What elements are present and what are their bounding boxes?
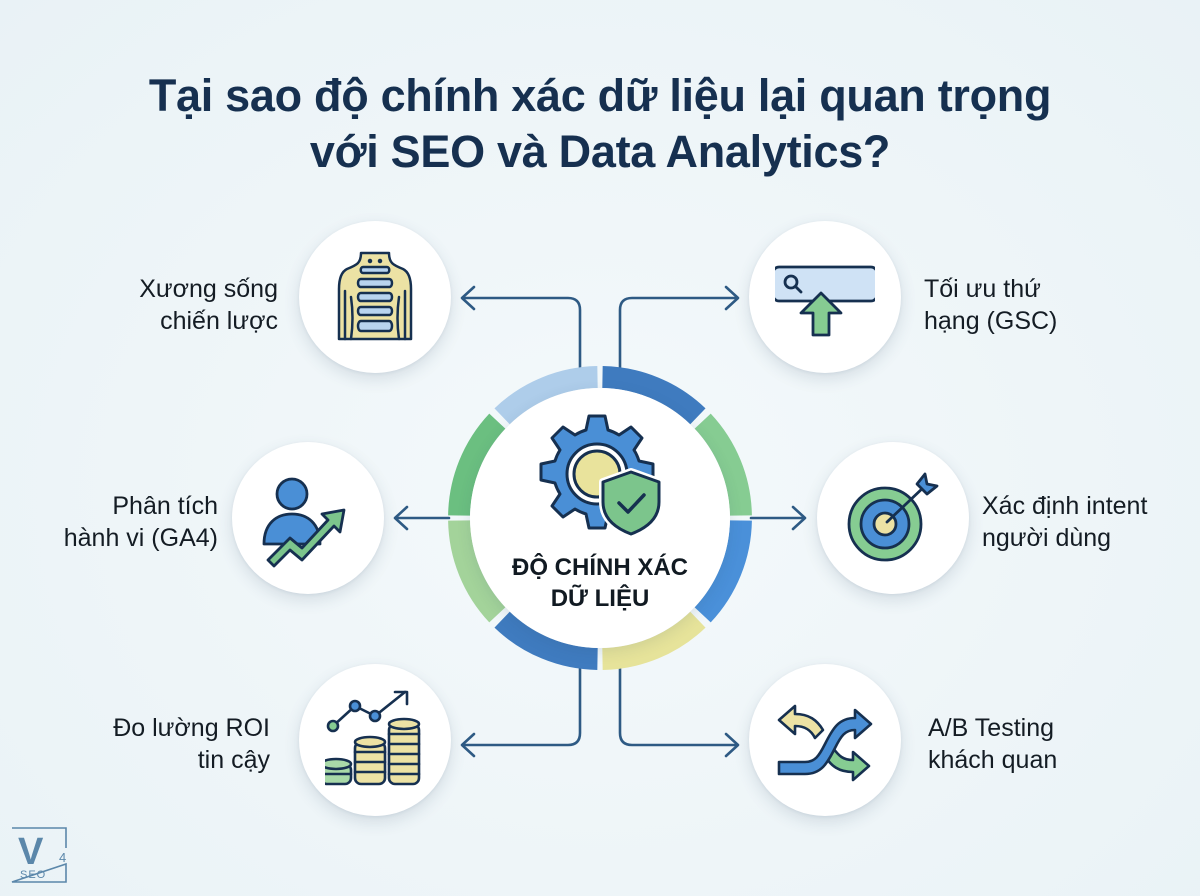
node-top-right-label: Tối ưu thứ hạng (GSC)	[924, 273, 1144, 337]
node-bottom-left-line-2: tin cậy	[197, 746, 270, 774]
arrowhead-bottom-left	[460, 732, 476, 758]
node-top-left-line-2: chiến lược	[160, 307, 278, 335]
node-middle-right-line-1: Xác định intent	[982, 492, 1148, 520]
node-top-right-line-2: hạng (GSC)	[924, 307, 1058, 335]
center-label-line-1: ĐỘ CHÍNH XÁC	[511, 554, 688, 581]
ring-segment-left-upper	[448, 413, 506, 516]
ring-segment-right-lower	[694, 520, 752, 623]
connector-top-right	[618, 296, 739, 378]
ring-segment-left-lower	[448, 520, 506, 623]
search-rank-up-icon	[775, 265, 875, 337]
page-title: Tại sao độ chính xác dữ liệu lại quan tr…	[0, 68, 1200, 180]
node-middle-right-circle	[817, 442, 969, 594]
node-bottom-left-circle	[299, 664, 451, 816]
node-top-right-circle	[749, 221, 901, 373]
target-arrow-icon	[847, 472, 939, 562]
connector-top-left	[461, 296, 582, 378]
node-bottom-right-line-1: A/B Testing	[928, 714, 1055, 742]
node-bottom-left-label: Đo lường ROI tin cậy	[80, 712, 270, 776]
arrowhead-middle-left	[393, 505, 409, 531]
node-top-left-circle	[299, 221, 451, 373]
node-middle-right-label: Xác định intent người dùng	[982, 490, 1192, 554]
ring-segment-bottom-right	[602, 611, 706, 670]
node-top-right-line-1: Tối ưu thứ	[924, 275, 1041, 303]
connector-bottom-right	[618, 666, 739, 747]
center-label-line-2: DỮ LIỆU	[550, 585, 650, 612]
logo-mark: V	[18, 831, 44, 873]
title-line-2: với SEO và Data Analytics?	[309, 126, 891, 177]
arrowhead-middle-right	[791, 505, 807, 531]
node-middle-left-line-2: hành vi (GA4)	[63, 524, 218, 552]
user-growth-icon	[262, 477, 346, 568]
v4-seo-logo: V 4 SEO	[11, 827, 67, 883]
gear-shield-check-icon	[539, 414, 663, 536]
node-top-left-line-1: Xương sống	[139, 275, 278, 303]
node-middle-right-line-2: người dùng	[982, 524, 1112, 552]
ring-segment-top-right	[602, 366, 706, 425]
split-arrows-icon	[777, 704, 873, 782]
ring-segment-right-upper	[694, 413, 752, 516]
center-label: ĐỘ CHÍNH XÁC DỮ LIỆU	[470, 552, 730, 614]
connector-bottom-left	[461, 666, 582, 747]
title-line-1: Tại sao độ chính xác dữ liệu lại quan tr…	[148, 70, 1052, 121]
node-bottom-right-label: A/B Testing khách quan	[928, 712, 1148, 776]
center-ring	[448, 366, 752, 670]
node-top-left-label: Xương sống chiến lược	[80, 273, 278, 337]
logo-superscript: 4	[59, 850, 66, 865]
arrowhead-top-right	[724, 285, 740, 311]
logo-sub: SEO	[20, 869, 46, 881]
node-middle-left-label: Phân tích hành vi (GA4)	[30, 490, 218, 554]
coins-chart-icon	[325, 690, 421, 786]
spine-icon	[337, 251, 413, 341]
ring-segment-bottom-left	[494, 611, 598, 670]
node-bottom-right-circle	[749, 664, 901, 816]
arrowhead-bottom-right	[724, 732, 740, 758]
node-bottom-right-line-2: khách quan	[928, 746, 1058, 774]
node-bottom-left-line-1: Đo lường ROI	[113, 714, 270, 742]
arrowhead-top-left	[460, 285, 476, 311]
node-middle-left-line-1: Phân tích	[112, 492, 218, 520]
ring-segment-top-left	[494, 366, 598, 425]
node-middle-left-circle	[232, 442, 384, 594]
